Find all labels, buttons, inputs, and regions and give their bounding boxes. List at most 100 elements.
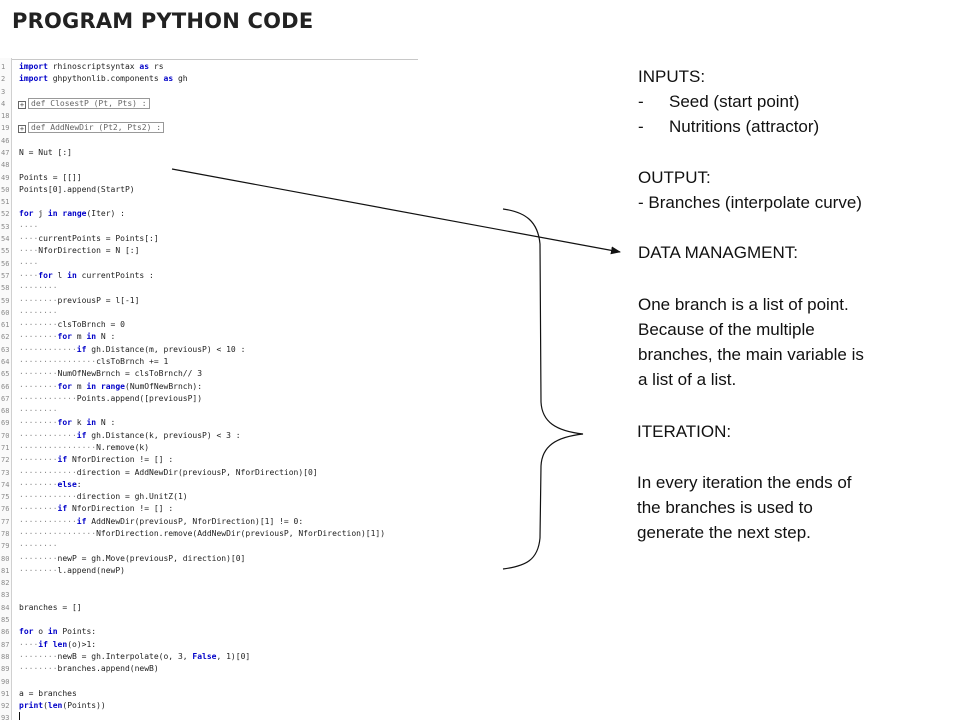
- code-line: ········: [19, 307, 58, 317]
- code-line: ····: [19, 221, 39, 231]
- line-number: 51: [1, 198, 10, 207]
- line-number: 19: [1, 124, 10, 133]
- line-number: 61: [1, 321, 10, 330]
- code-line: ········else:: [19, 479, 82, 489]
- code-line: branches = []: [19, 602, 82, 612]
- output-heading: OUTPUT:: [638, 168, 711, 187]
- iteration-text-line: generate the next step.: [637, 523, 811, 542]
- code-line: import ghpythonlib.components as gh: [19, 74, 188, 84]
- line-number: 47: [1, 149, 10, 158]
- line-number: 2: [1, 75, 6, 84]
- code-line: ········NumOfNewBrnch = clsToBrnch// 3: [19, 369, 203, 379]
- line-number: 87: [1, 640, 10, 649]
- code-line: ········: [19, 541, 58, 551]
- line-number: 88: [1, 652, 10, 661]
- code-line: ········if NforDirection != [] :: [19, 504, 174, 514]
- line-number: 64: [1, 357, 10, 366]
- folded-def: def ClosestP (Pt, Pts) :: [28, 97, 150, 109]
- line-number: 93: [1, 714, 10, 720]
- line-number: 3: [1, 87, 6, 96]
- line-number: 76: [1, 505, 10, 514]
- code-line: ············if AddNewDir(previousP, Nfor…: [19, 516, 304, 526]
- line-number: 63: [1, 345, 10, 354]
- line-number: 82: [1, 579, 10, 588]
- iteration-text: In every iteration the ends of the branc…: [637, 470, 852, 545]
- line-number: 68: [1, 407, 10, 416]
- line-number: 65: [1, 370, 10, 379]
- code-line: ········newP = gh.Move(previousP, direct…: [19, 553, 246, 563]
- line-number: 58: [1, 284, 10, 293]
- code-line: [19, 712, 20, 720]
- line-number: 1: [1, 63, 6, 71]
- code-line: ················N.remove(k): [19, 442, 150, 452]
- code-line: ········branches.append(newB): [19, 664, 159, 674]
- code-line: ····NforDirection = N [:]: [19, 246, 140, 256]
- fold-toggle-icon[interactable]: +: [18, 125, 26, 134]
- inputs-heading: INPUTS:: [638, 67, 706, 86]
- code-line: ············if gh.Distance(k, previousP)…: [19, 430, 241, 440]
- code-line: N = Nut [:]: [19, 148, 72, 158]
- line-number: 80: [1, 554, 10, 563]
- line-number: 83: [1, 591, 10, 600]
- code-line: ········for m in range(NumOfNewBrnch):: [19, 381, 203, 391]
- code-line: ············direction = gh.UnitZ(1): [19, 492, 188, 502]
- line-number: 78: [1, 530, 10, 539]
- line-number: 84: [1, 603, 10, 612]
- data-text-line: Because of the multiple: [638, 320, 815, 339]
- line-number: 55: [1, 247, 10, 256]
- code-line: ········previousP = l[-1]: [19, 295, 140, 305]
- code-editor[interactable]: 1 import rhinoscriptsyntax as rs 2 import g…: [0, 58, 418, 720]
- code-line: ················clsToBrnch += 1: [19, 356, 169, 366]
- output-item: - Branches (interpolate curve): [638, 193, 862, 212]
- input-item-nutritions: - Nutritions (attractor): [638, 114, 819, 139]
- code-line: for j in range(Iter) :: [19, 209, 125, 219]
- line-number: 75: [1, 493, 10, 502]
- code-line: ····: [19, 258, 39, 268]
- folded-code-line[interactable]: +def AddNewDir (Pt2, Pts2) :: [18, 122, 165, 134]
- code-line: ········: [19, 283, 58, 293]
- code-line: ········l.append(newP): [19, 565, 125, 575]
- line-number: 53: [1, 222, 10, 231]
- line-number: 56: [1, 259, 10, 268]
- line-number: 69: [1, 419, 10, 428]
- line-number: 91: [1, 689, 10, 698]
- code-line: ············Points.append([previousP]): [19, 393, 203, 403]
- code-line: ····if len(o)>1:: [19, 639, 97, 649]
- code-line: ············direction = AddNewDir(previo…: [19, 467, 318, 477]
- code-line: ········for m in N :: [19, 332, 116, 342]
- bullet-dash: -: [638, 92, 644, 111]
- line-number: 18: [1, 112, 10, 121]
- code-line: a = branches: [19, 688, 77, 698]
- line-number: 48: [1, 161, 10, 170]
- slide-title: PROGRAM PYTHON CODE: [12, 9, 314, 33]
- data-management-text: One branch is a list of point. Because o…: [638, 292, 864, 392]
- line-number: 70: [1, 431, 10, 440]
- line-number: 4: [1, 99, 6, 108]
- line-number: 59: [1, 296, 10, 305]
- code-line: ········if NforDirection != [] :: [19, 455, 174, 465]
- line-number: 71: [1, 443, 10, 452]
- editor-top-border: [10, 59, 418, 60]
- code-line: ········for k in N :: [19, 418, 116, 428]
- code-line: Points = [[]]: [19, 172, 82, 182]
- bullet-dash: -: [638, 117, 644, 136]
- code-line: ················NforDirection.remove(Add…: [19, 529, 386, 539]
- text-cursor: [19, 712, 20, 720]
- fold-toggle-icon[interactable]: +: [18, 100, 26, 109]
- line-number: 86: [1, 628, 10, 637]
- line-number: 92: [1, 702, 10, 711]
- line-number: 77: [1, 517, 10, 526]
- code-line: import rhinoscriptsyntax as rs: [19, 62, 164, 71]
- input-item-seed: -Seed (start point): [638, 89, 819, 114]
- code-line: ········clsToBrnch = 0: [19, 320, 125, 330]
- line-number: 89: [1, 665, 10, 674]
- line-number: 49: [1, 173, 10, 182]
- code-line: Points[0].append(StartP): [19, 184, 135, 194]
- code-line: for o in Points:: [19, 627, 97, 637]
- code-line: ············if gh.Distance(m, previousP)…: [19, 344, 246, 354]
- code-line: ····for l in currentPoints :: [19, 270, 154, 280]
- code-line: ····currentPoints = Points[:]: [19, 234, 159, 244]
- folded-code-line[interactable]: +def ClosestP (Pt, Pts) :: [18, 97, 150, 110]
- data-management-heading: DATA MANAGMENT:: [638, 243, 798, 262]
- input-item-label: Nutritions (attractor): [669, 117, 820, 136]
